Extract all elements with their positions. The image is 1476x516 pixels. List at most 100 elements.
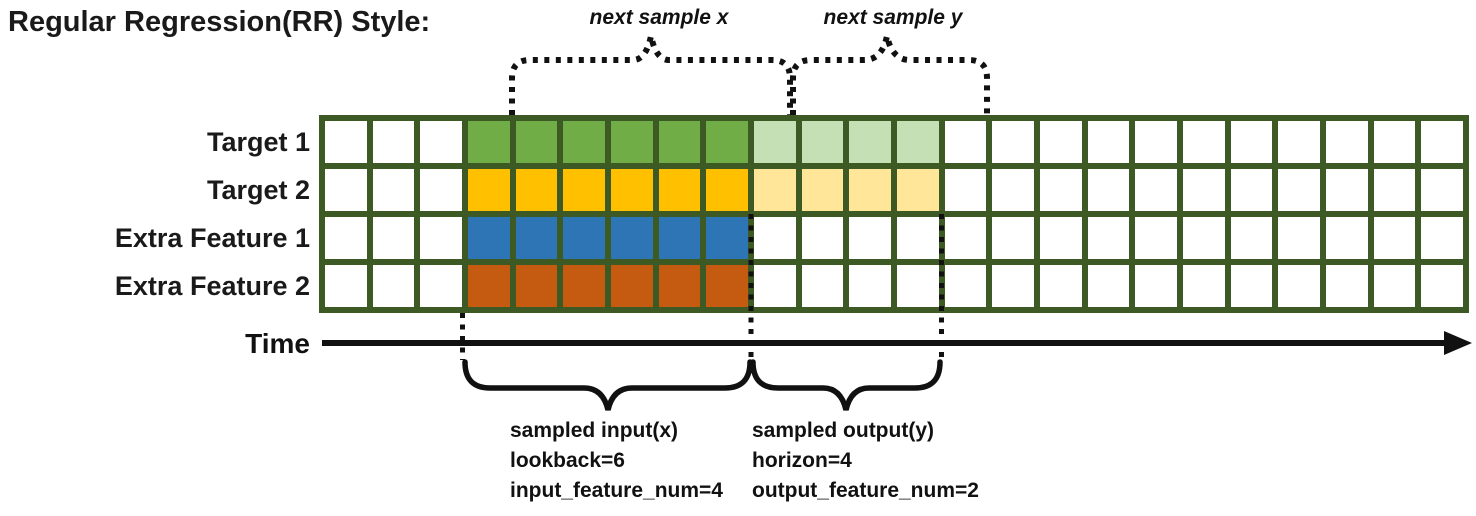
grid-cell [944,169,987,211]
sampled-output-line3: output_feature_num=2 [752,479,979,502]
row-label-target-1: Target 1 [206,127,310,157]
grid-cell [849,217,891,259]
sampled-input-line2: lookback=6 [510,449,625,472]
grid [319,115,1469,313]
grid-cell [1230,169,1273,211]
sampled-input-text: sampled input(x) lookback=6 input_featur… [510,416,723,506]
next-sample-x-label: next sample x [589,6,729,29]
grid-cell [1326,169,1368,211]
grid-cell [801,265,844,307]
sampled-output-line2: horizon=4 [752,449,852,472]
grid-cell [658,121,701,163]
grid-cell [992,121,1034,163]
grid-cell [563,121,605,163]
grid-cell [563,265,605,307]
grid-cell [658,169,701,211]
grid-cell [1230,265,1273,307]
grid-cell [1135,265,1177,307]
grid-cell [611,217,653,259]
sampled-output-text: sampled output(y) horizon=4 output_featu… [752,416,979,506]
grid-cell [849,121,891,163]
grid-cell [515,121,558,163]
sampled-input-line1: sampled input(x) [510,419,679,442]
grid-cell [1278,169,1320,211]
grid-cell [372,217,415,259]
grid-cell [944,121,987,163]
grid-cell [1183,217,1225,259]
grid-cell [468,217,510,259]
grid-cell [706,169,748,211]
grid-cell [325,217,367,259]
grid-cell [325,121,367,163]
grid-cell [1373,265,1416,307]
next-sample-x-brace [509,35,793,115]
grid-cell [420,217,462,259]
grid-cell [754,169,796,211]
grid-cell [658,217,701,259]
output-brace [750,359,943,411]
grid-cell [1230,217,1273,259]
grid-cell [420,265,462,307]
grid-cell [1326,265,1368,307]
grid-cell [1373,169,1416,211]
grid-cell [515,265,558,307]
grid-cell [611,121,653,163]
grid-cell [1087,265,1130,307]
grid-cell [1278,217,1320,259]
grid-cell [468,265,510,307]
grid-cell [468,169,510,211]
grid-cell [1278,121,1320,163]
time-axis-arrow [322,331,1472,355]
grid-cell [992,169,1034,211]
grid-cell [1087,217,1130,259]
grid-cell [563,169,605,211]
grid-cell [849,169,891,211]
next-sample-y-brace [790,35,990,115]
input-brace [462,359,753,411]
grid-cell [944,265,987,307]
grid-cell [897,121,939,163]
grid-cell [706,121,748,163]
page-title: Regular Regression(RR) Style: [8,6,431,38]
grid-cell [1040,217,1082,259]
grid-cell [1421,265,1463,307]
grid-cell [1326,121,1368,163]
grid-cell [801,217,844,259]
grid-cell [992,217,1034,259]
grid-cell [1326,217,1368,259]
grid-cell [611,169,653,211]
grid-cell [658,265,701,307]
grid-cell [1135,217,1177,259]
grid-cell [706,217,748,259]
grid-cell [515,169,558,211]
grid-cell [372,265,415,307]
sampled-output-line1: sampled output(y) [752,419,934,442]
grid-cell [1373,217,1416,259]
grid-cell [897,217,939,259]
grid-cell [1373,121,1416,163]
grid-cell [897,169,939,211]
grid-cell [1040,265,1082,307]
grid-cell [563,217,605,259]
grid-cell [611,265,653,307]
grid-cell [801,169,844,211]
grid-cell [1040,169,1082,211]
sampled-input-line3: input_feature_num=4 [510,479,723,502]
row-label-target-2: Target 2 [206,175,310,205]
grid-cell [1421,121,1463,163]
grid-cell [515,217,558,259]
time-label: Time [245,328,310,359]
grid-cell [420,169,462,211]
grid-cell [372,121,415,163]
grid-cell [1135,121,1177,163]
row-label-extra-feature-1: Extra Feature 1 [114,223,310,253]
grid-cell [754,217,796,259]
grid-cell [992,265,1034,307]
grid-cell [1183,121,1225,163]
grid-cell [372,169,415,211]
grid-cell [468,121,510,163]
grid-cell [849,265,891,307]
grid-cell [1421,217,1463,259]
grid-cell [897,265,939,307]
